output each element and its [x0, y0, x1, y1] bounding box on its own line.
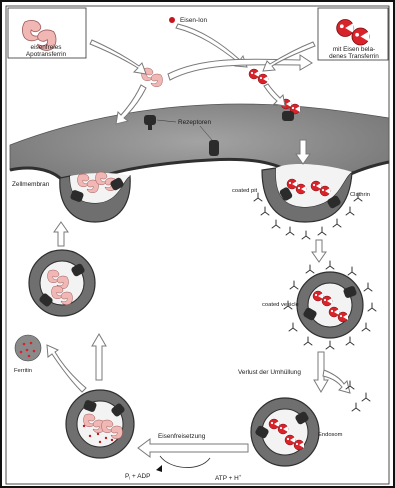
receptor-membrane [209, 140, 219, 156]
cell-membrane-label: Zellmembran [12, 181, 50, 188]
adp-label: Pi + ADP [125, 473, 150, 481]
receptor-stalk-1 [148, 124, 152, 130]
arrow-uncoating [314, 352, 350, 393]
uncoating-label: Verlust der Umhüllung [238, 369, 301, 376]
holo-label-2: denes Transferrin [329, 53, 379, 60]
holo-legend-box: mit Eisen bela- denes Transferrin [318, 8, 388, 60]
holo-label-1: mit Eisen bela- [333, 46, 375, 53]
endosome-label: Endosom [318, 432, 343, 438]
atp-curve [160, 456, 210, 468]
recycling-vesicle [29, 250, 95, 316]
apo-legend-box: eisenfreies Apotransferrin [8, 8, 86, 58]
receptor-surface [144, 115, 156, 125]
ferritin-label: Ferritin [14, 368, 32, 374]
adp-arrowhead [156, 465, 162, 472]
arrow-to-ferritin [47, 345, 86, 392]
arrow-iron-release [138, 439, 248, 457]
apo-label-2: Apotransferrin [26, 51, 67, 58]
atp-label: ATP + H+ [215, 474, 242, 483]
receptor-binding [282, 111, 294, 121]
iron-ion-label: Eisen-Ion [180, 17, 207, 24]
coated-vesicle-label: coated vesicle [262, 302, 299, 308]
apo-label-1: eisenfreies [31, 44, 62, 51]
released-clathrin [346, 381, 370, 411]
coated-pit-label: coated pit [232, 188, 258, 194]
receptors-label: Rezeptoren [178, 119, 211, 126]
iron-release-label: Eisenfreisetzung [158, 433, 206, 440]
iron-ion-dot [169, 17, 175, 23]
coated-vesicle [297, 272, 363, 338]
arrow-pit-to-vesicle [312, 240, 326, 262]
endosome [251, 398, 319, 466]
iron-release-vesicle [66, 390, 134, 458]
clathrin-label: Clathrin [350, 192, 370, 198]
ferritin-cluster [15, 335, 41, 361]
